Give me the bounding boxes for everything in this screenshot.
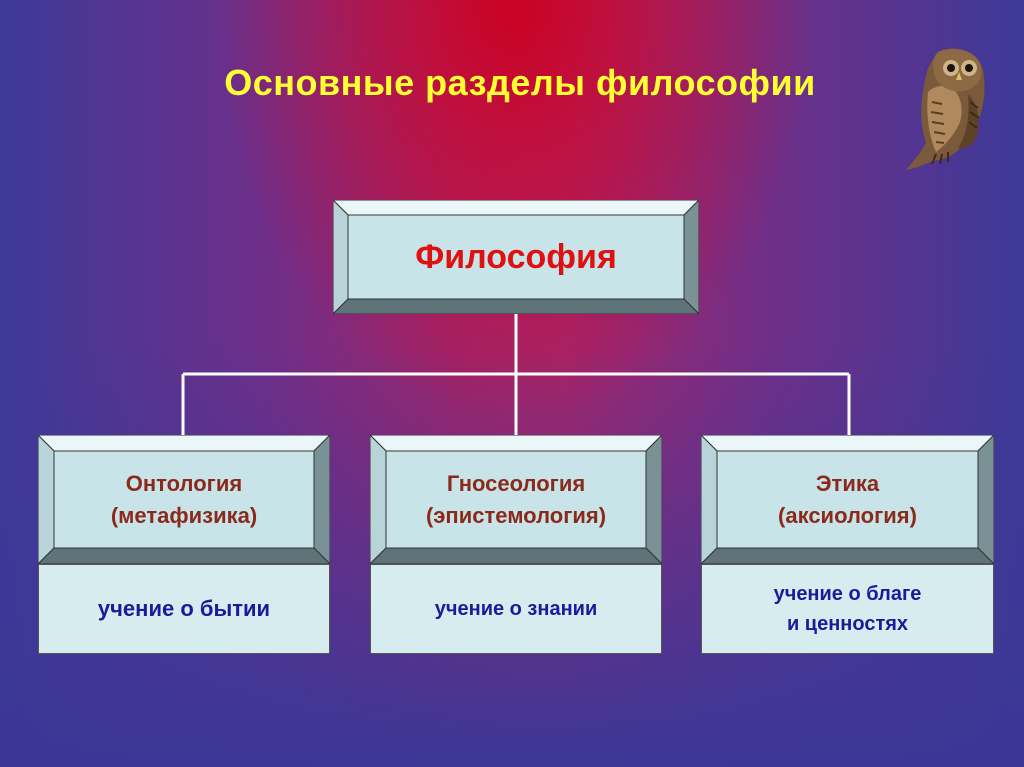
branch-name: Онтология: [125, 470, 243, 496]
branch-alt-name: (аксиология): [778, 502, 917, 528]
owl-icon: [906, 48, 985, 170]
description-line: учение о благе: [773, 583, 922, 605]
branch-node-ethics: Этика (аксиология): [701, 435, 994, 564]
root-node: Философия: [333, 200, 699, 314]
branch-bevel-frame: [701, 435, 994, 564]
slide-title: Основные разделы философии: [224, 62, 816, 103]
branch-node-ontology: Онтология (метафизика): [38, 435, 330, 564]
branch-name: Гносеология: [446, 470, 586, 496]
description-line: учение о знании: [434, 598, 598, 620]
branch-description: учение о знании: [370, 564, 662, 654]
branch-label: Онтология (метафизика): [54, 451, 314, 548]
description-line: и ценностях: [786, 613, 909, 635]
branch-description: учение о благе и ценностях: [701, 564, 994, 654]
root-bevel-frame: [333, 200, 699, 314]
description-line: учение о бытии: [97, 596, 271, 621]
branch-node-gnoseology: Гносеология (эпистемология): [370, 435, 662, 564]
branch-label: Этика (аксиология): [717, 451, 978, 548]
branch-alt-name: (эпистемология): [425, 502, 607, 528]
root-label: Философия: [415, 237, 617, 276]
branch-name: Этика: [815, 470, 880, 496]
branch-label: Гносеология (эпистемология): [386, 451, 646, 548]
branch-bevel-frame: [370, 435, 662, 564]
branch-bevel-frame: [38, 435, 330, 564]
branch-alt-name: (метафизика): [110, 502, 258, 528]
branch-description: учение о бытии: [38, 564, 330, 654]
